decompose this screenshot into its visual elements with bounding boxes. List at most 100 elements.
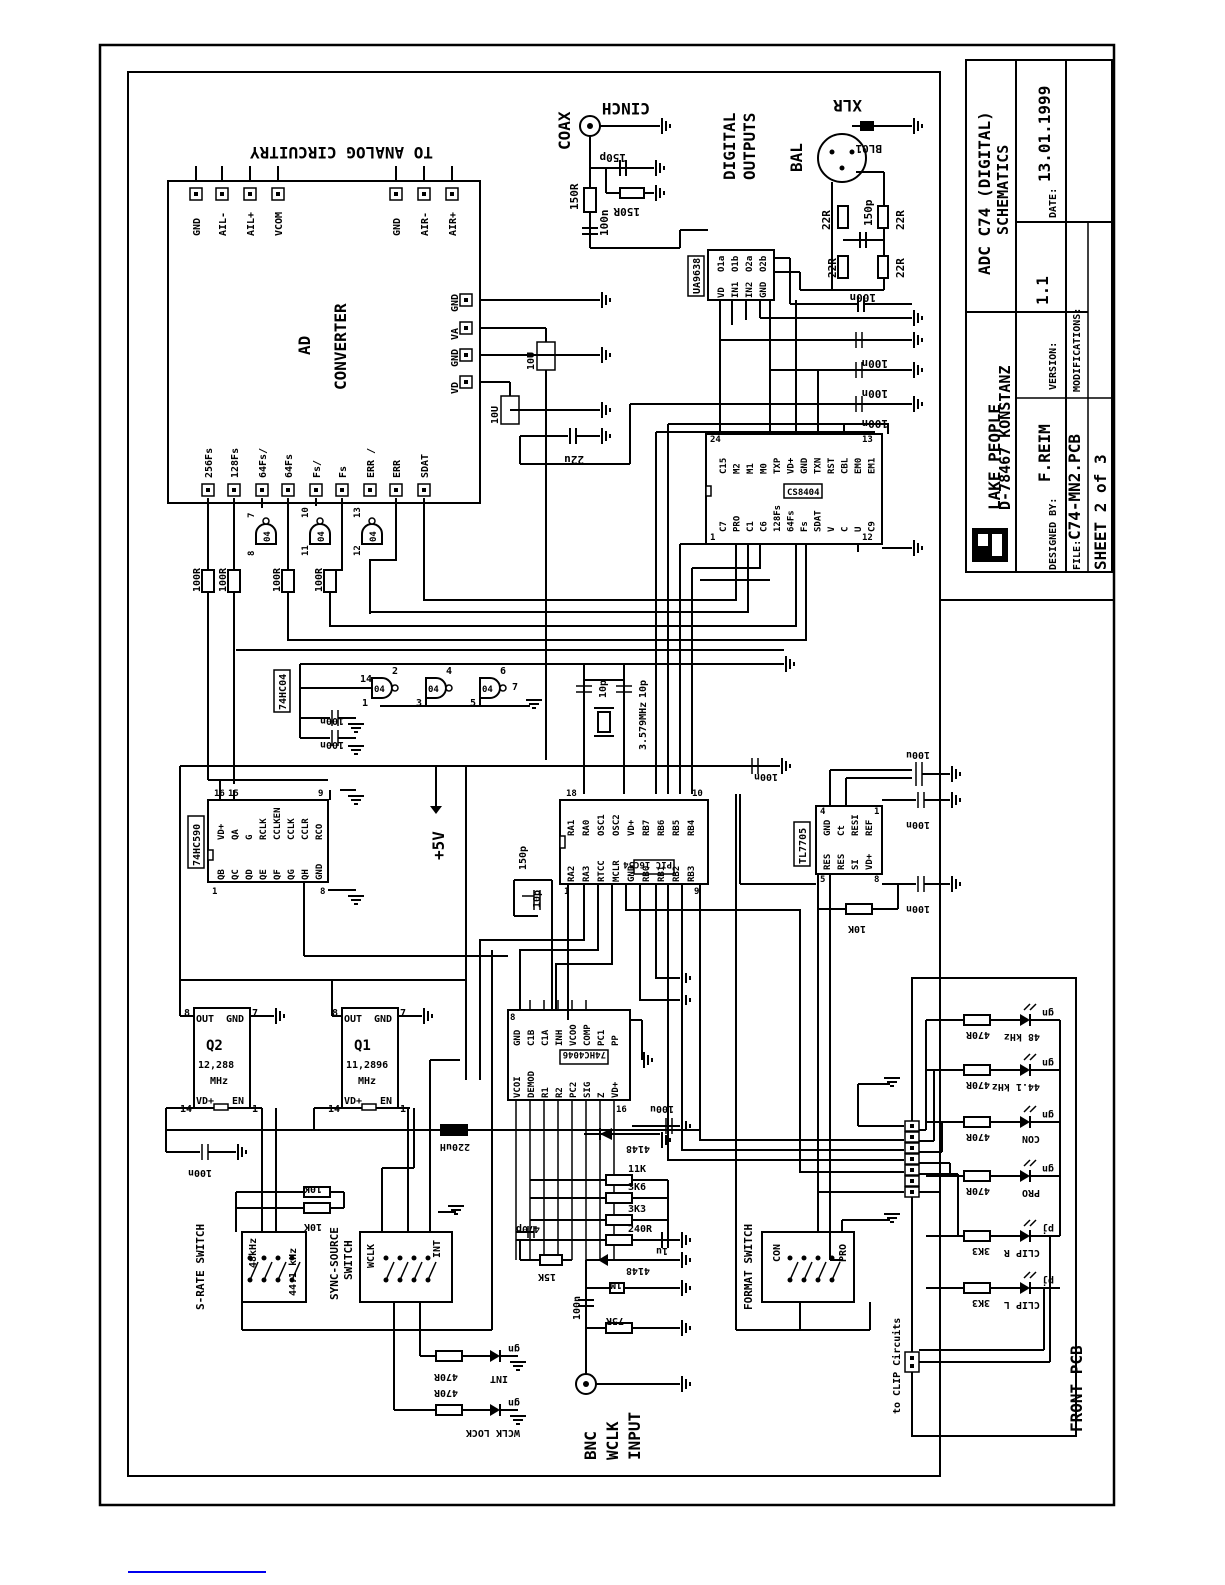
gate-label: 04	[369, 531, 379, 542]
cs8404-pin-label: C15	[719, 458, 729, 474]
hc590-pin-label: GND	[315, 863, 325, 880]
adc-right-pin-label: VA	[450, 328, 461, 340]
front-led-color: pj	[1042, 1223, 1054, 1235]
q2-name: Q2	[206, 1038, 223, 1054]
version-label: VERSION:	[1048, 342, 1059, 390]
front-led-label: CLIP L	[1004, 1299, 1040, 1310]
led-symbol	[1020, 1230, 1030, 1242]
tl7705-pin-label: VD+	[865, 853, 875, 870]
modifications-label: MODIFICATIONS:	[1072, 308, 1083, 392]
c-100n-coax: 100n	[598, 210, 611, 237]
cs8404-pin-label: PRO	[733, 515, 743, 532]
front-led-resistor: 470R	[965, 1131, 990, 1142]
cs8404-name: CS8404	[787, 488, 820, 498]
resistor-label: 11K	[628, 1164, 646, 1175]
pin-number: 8	[332, 1008, 338, 1019]
hc590-pin-label: RCO	[315, 823, 325, 840]
gate-label: 04	[374, 685, 385, 695]
adc-supply-caps: 10U 10U 22u	[480, 291, 631, 760]
osc-pin-label: OUT	[344, 1014, 362, 1025]
hc590-pin-label: CCLR	[301, 818, 311, 840]
osc-pin-label: VD+	[344, 1096, 362, 1107]
adc-top-pin-label: AIR+	[448, 212, 459, 236]
r-10k-tl: 10K	[848, 923, 866, 934]
hc4046-pin-label: VCOI	[513, 1076, 523, 1098]
adc-top-pin-label: AIL-	[218, 212, 229, 236]
resistor	[963, 1116, 991, 1128]
pic-pin-label: RB5	[672, 820, 682, 836]
c-100u-b: 100u	[650, 1103, 674, 1114]
gate-label: 04	[317, 531, 327, 542]
hc4046-pin-label: PP	[611, 1035, 621, 1046]
tl7705-pin-label: RESI	[851, 814, 861, 836]
led-symbol	[1020, 1064, 1030, 1076]
c-1u: 1u	[656, 1245, 668, 1256]
c-100n-pic: 100n	[754, 771, 778, 782]
adc-bottom-pin-label: 256Fs	[204, 448, 215, 478]
osc-pin-label: OUT	[196, 1014, 214, 1025]
pic-pin-label: RA1	[567, 820, 577, 836]
sync-label-2: SWITCH	[342, 1240, 355, 1280]
ad-label: AD	[295, 336, 314, 355]
pic-pin-label: RA2	[567, 866, 577, 882]
srate-label: S-RATE SWITCH	[194, 1224, 207, 1310]
pic-pin-label: RA3	[582, 866, 592, 882]
r-150-coax-b: 150R	[613, 205, 640, 218]
front-led-resistor: 470R	[965, 1029, 990, 1040]
hc590-pin-label: RCLK	[259, 818, 269, 840]
pin-number: 24	[710, 435, 721, 445]
hc4046-pin-label: C1A	[541, 1029, 551, 1046]
tl7705-pin-label: SI	[851, 859, 861, 870]
sync-label-1: SYNC-SOURCE	[328, 1227, 341, 1300]
pic-pin-label: RB7	[642, 820, 652, 836]
front-led-resistor: 3K3	[972, 1245, 990, 1256]
tl7705-pin-label: RES	[837, 854, 847, 870]
led-symbol	[1020, 1116, 1030, 1128]
outputs-label: OUTPUTS	[740, 113, 759, 180]
gate-label: 04	[263, 531, 273, 542]
pin-number: 7	[400, 1008, 406, 1019]
pll-caps: 150p 10p	[513, 846, 553, 1010]
xlr-label: XLR	[833, 96, 862, 115]
r-22-c: 22R	[826, 258, 839, 278]
hc590-pin-label: QC	[231, 869, 241, 880]
hc4046-pin-label: C1B	[527, 1029, 537, 1046]
adc-right-pin-label: GND	[450, 349, 461, 367]
resistor-label: 3K6	[628, 1182, 646, 1193]
r-150-coax: 150R	[568, 183, 581, 210]
front-led-color: gn	[1042, 1109, 1054, 1120]
bl01-label: BL01	[855, 142, 882, 155]
converter-label: CONVERTER	[331, 303, 350, 390]
gate-pin: 8	[247, 551, 257, 556]
hc590-pin-label: QH	[301, 869, 311, 880]
ua9638-pin-label: O2a	[745, 256, 755, 272]
hc590-pin-label: QD	[245, 869, 255, 880]
front-led-label: CON	[1022, 1133, 1040, 1144]
pin-number: 9	[318, 789, 323, 799]
pic-pin-label: OSC2	[612, 814, 622, 836]
pin-number: 5	[820, 875, 825, 885]
hc4046-pin-label: PC2	[569, 1082, 579, 1098]
gate-pin: 14	[360, 674, 372, 685]
format-switch: FORMAT SWITCH CON PRO	[735, 794, 904, 1331]
front-led-resistor: 3K3	[972, 1297, 990, 1308]
front-led-label: CLIP R	[1003, 1247, 1040, 1258]
pin-number: 9	[694, 887, 699, 897]
title-block: LAKE PEOPLE D-78467 KONSTANZ ADC C74 (DI…	[965, 59, 1113, 573]
cs8404-pin-label: C7	[719, 521, 729, 532]
gate-pin: 10	[301, 507, 311, 518]
gate-pin: 11	[301, 545, 311, 556]
c-100n-04: 100n	[320, 715, 344, 726]
c-100u: 100u	[906, 749, 930, 760]
resistor	[963, 1064, 991, 1076]
r-22-b: 22R	[894, 210, 907, 230]
cs8404-pin-label: 128Fs	[773, 505, 783, 532]
front-led-color: pj	[1042, 1275, 1054, 1287]
hc4046-pin-label: VCOO	[569, 1024, 579, 1046]
tl7705-name: TL7705	[798, 828, 809, 864]
